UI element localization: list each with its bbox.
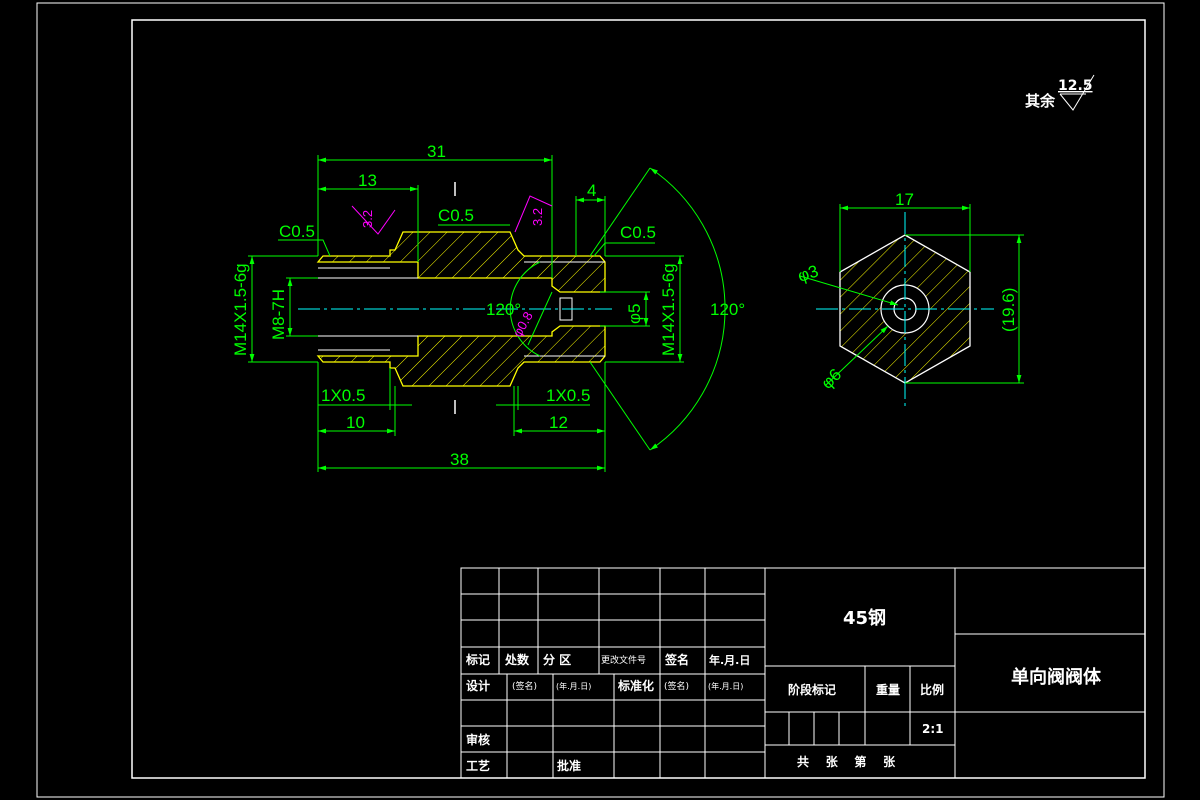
tb-header-change-doc: 更改文件号 (601, 654, 646, 666)
dia-6: φ6 (817, 365, 845, 393)
dim-196: (19.6) (999, 288, 1018, 332)
roughness-right: 3.2 (514, 195, 553, 233)
roughness-right-value: 3.2 (530, 208, 545, 226)
tb-weight: 重量 (876, 682, 900, 697)
tb-header-date: 年.月.日 (709, 653, 750, 667)
dia-6-leader (825, 325, 889, 386)
outer-border (36, 2, 1165, 798)
surface-note: 其余 12.5 (1025, 74, 1095, 111)
tb-date-b: (年.月.日) (708, 681, 743, 691)
surface-note-label: 其余 (1025, 92, 1056, 110)
side-view: 17 (19.6) φ3 φ6 (795, 190, 1024, 406)
tb-sign-a: (签名) (512, 680, 537, 692)
front-view: 31 13 4 C0.5 C0.5 C0.5 M14X1.5-6g M8-7H … (231, 142, 745, 472)
dim-13: 13 (358, 171, 377, 190)
tb-approve: 批准 (557, 758, 581, 773)
tb-process: 工艺 (466, 758, 490, 773)
tb-scale-label: 比例 (920, 682, 944, 697)
chamfer-left: C0.5 (279, 222, 315, 241)
chamfer-right-leader (593, 242, 655, 257)
tb-standardize: 标准化 (617, 678, 654, 693)
tb-stage-mark: 阶段标记 (788, 682, 836, 697)
roughness-left: 3.2 (351, 205, 396, 235)
tb-design: 设计 (466, 678, 490, 693)
tb-part-name: 单向阀阀体 (1011, 666, 1102, 688)
surface-note-value: 12.5 (1058, 78, 1093, 94)
angle-inner-arc (509, 261, 541, 357)
thread-inner: M8-7H (269, 289, 288, 340)
tb-scale-value: 2:1 (922, 722, 944, 736)
tb-header-signature: 签名 (664, 652, 689, 667)
dia-3: φ3 (795, 261, 820, 285)
tb-header-zone: 分 区 (543, 652, 571, 667)
front-section-lower (316, 325, 606, 387)
roughness-left-value: 3.2 (360, 210, 375, 228)
tb-header-count: 处数 (504, 652, 530, 667)
dim-17: 17 (895, 190, 914, 209)
dim-4: 4 (587, 181, 596, 200)
dim-38: 38 (450, 450, 469, 469)
tb-header-mark: 标记 (465, 652, 490, 667)
angle-outer: 120° (710, 300, 745, 319)
tb-material: 45钢 (843, 607, 886, 629)
tb-sheets: 共 张 第 张 (797, 754, 896, 769)
angle-inner: 120° (486, 300, 521, 319)
tb-date-a: (年.月.日) (556, 681, 591, 691)
dim-10: 10 (346, 413, 365, 432)
groove-left: 1X0.5 (321, 386, 365, 405)
angle-outer-arc (649, 167, 726, 451)
chamfer-right: C0.5 (620, 223, 656, 242)
dia-5: φ5 (625, 304, 644, 324)
dim-12: 12 (549, 413, 568, 432)
dia-3-leader (799, 275, 899, 306)
chamfer-mid: C0.5 (438, 206, 474, 225)
chamfer-left-leader (278, 239, 331, 257)
thread-left: M14X1.5-6g (231, 263, 250, 356)
dim-31: 31 (427, 142, 446, 161)
front-section-upper (316, 231, 606, 293)
tb-review: 审核 (466, 732, 490, 747)
tb-sign-b: (签名) (664, 680, 689, 692)
thread-right: M14X1.5-6g (659, 263, 678, 356)
title-block (460, 567, 1146, 779)
roughness-symbol (1059, 74, 1095, 111)
title-block-text: 45钢 单向阀阀体 标记 处数 分 区 更改文件号 签名 年.月.日 设计 (签… (465, 607, 1102, 773)
groove-right: 1X0.5 (546, 386, 590, 405)
